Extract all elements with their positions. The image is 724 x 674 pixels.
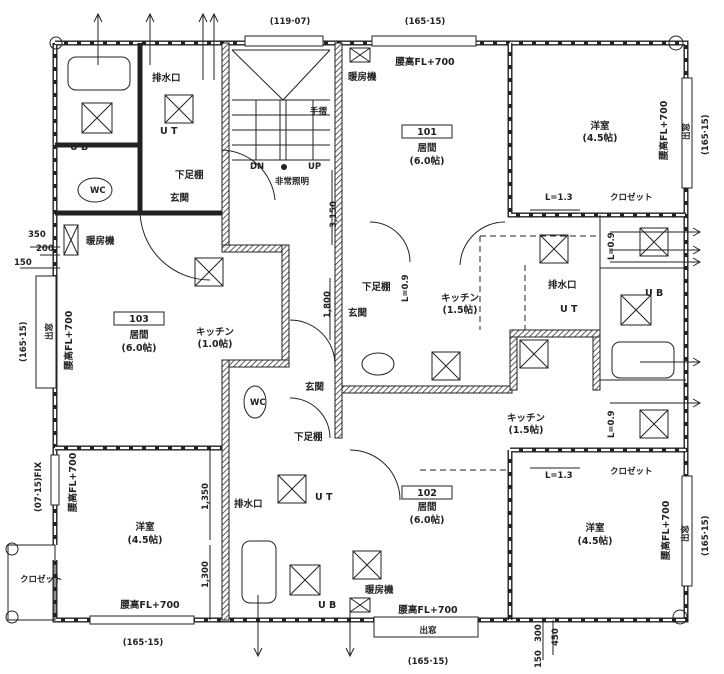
u101-kitchen: キッチン bbox=[441, 293, 479, 304]
u102-living-size: (6.0帖) bbox=[409, 514, 444, 526]
u103-window-fix: (07·15)FIX bbox=[34, 461, 44, 512]
u102-side-window-sill: 腰高FL+700 bbox=[660, 500, 672, 561]
u102-western-size: (4.5帖) bbox=[577, 535, 612, 547]
handrail-label: 手摺 bbox=[310, 106, 328, 117]
u103-kitchen: キッチン bbox=[196, 327, 234, 338]
u102-window-sill: 腰高FL+700 bbox=[397, 604, 458, 616]
u103-shoe-shelf: 下足棚 bbox=[175, 169, 204, 181]
u103-living-size: (6.0帖) bbox=[121, 342, 156, 354]
u103-heater: 暖房機 bbox=[86, 235, 115, 247]
bathtub-icon bbox=[67, 56, 131, 91]
u101-window-sill: 腰高FL+700 bbox=[394, 56, 455, 68]
u103-western-size: (4.5帖) bbox=[127, 534, 162, 546]
u102-side-bay-window: 出窓 bbox=[680, 524, 691, 542]
u103-window-sill: 腰高FL+700 bbox=[63, 310, 75, 371]
emergency-light-icon bbox=[281, 164, 287, 170]
dim-150-bottom: 150 bbox=[534, 650, 544, 668]
u101-living-size: (6.0帖) bbox=[409, 155, 444, 167]
u103-window-size-side: (165·15) bbox=[19, 321, 29, 362]
fixtures bbox=[63, 47, 675, 613]
u102-ut: U T bbox=[315, 492, 333, 503]
dim-150-left: 150 bbox=[14, 258, 32, 268]
dimension-lines bbox=[20, 170, 554, 660]
u102-window-size-side: (165·15) bbox=[701, 515, 711, 556]
u101-shelf-rod: L=0.9 bbox=[607, 232, 617, 260]
u103-living: 居間 bbox=[129, 329, 148, 341]
u102-kitchen-size: (1.5帖) bbox=[508, 424, 543, 436]
u101-ub: U B bbox=[645, 288, 663, 299]
u101-living: 居間 bbox=[417, 142, 436, 154]
u102-shelf-rod: L=0.9 bbox=[607, 410, 617, 438]
dim-450: 450 bbox=[551, 628, 561, 646]
u102-bay-window: 出窓 bbox=[419, 625, 437, 636]
u102-window-size-bottom: (165·15) bbox=[408, 657, 449, 667]
u102-closet: クロゼット bbox=[610, 466, 653, 477]
u103-ut: U T bbox=[160, 126, 178, 137]
dim-350: 350 bbox=[28, 230, 46, 240]
u102-heater: 暖房機 bbox=[365, 584, 394, 596]
u102-western: 洋室 bbox=[585, 522, 605, 534]
interior-walls bbox=[55, 42, 686, 621]
u101-closet: クロゼット bbox=[610, 192, 653, 203]
stair-up-label: UP bbox=[308, 162, 321, 172]
toilet-icon bbox=[243, 385, 267, 419]
u103-ub: U B bbox=[70, 142, 88, 153]
u103-closet: クロゼット bbox=[20, 574, 63, 585]
u102-number: 102 bbox=[417, 488, 437, 499]
u101-entrance-shelf-rod: L=0.9 bbox=[401, 274, 411, 302]
u101-western: 洋室 bbox=[590, 120, 610, 132]
u101-entrance: 玄関 bbox=[348, 307, 367, 319]
u102-drain: 排水口 bbox=[234, 498, 263, 510]
windows bbox=[35, 35, 693, 638]
stair-down-label: DN bbox=[250, 162, 264, 172]
u102-shoe-shelf: 下足棚 bbox=[294, 431, 323, 443]
u103-window-size-bottom: (165·15) bbox=[123, 638, 164, 648]
u102-wc: WC bbox=[250, 398, 266, 408]
dim-3150: 3,150 bbox=[329, 201, 339, 228]
u101-western-size: (4.5帖) bbox=[582, 132, 617, 144]
dim-1350: 1,350 bbox=[201, 483, 211, 510]
toilet-icon bbox=[361, 352, 395, 376]
bathtub-icon bbox=[611, 341, 675, 379]
u101-heater: 暖房機 bbox=[348, 71, 377, 83]
u103-western: 洋室 bbox=[135, 521, 155, 533]
u102-ub: U B bbox=[318, 600, 336, 611]
dim-200: 200 bbox=[36, 244, 54, 254]
u103-kitchen-size: (1.0帖) bbox=[197, 338, 232, 350]
u101-drain: 排水口 bbox=[548, 279, 577, 291]
dim-1300: 1,300 bbox=[201, 561, 211, 588]
u101-window-size-top: (165·15) bbox=[405, 17, 446, 27]
u103-bay-window: 出窓 bbox=[44, 322, 55, 340]
exhaust-arrows bbox=[93, 12, 702, 658]
dim-1800: 1,800 bbox=[323, 291, 333, 318]
u101-bay-window: 出窓 bbox=[681, 122, 692, 140]
u101-ut: U T bbox=[560, 304, 578, 315]
emergency-light-label: 非常照明 bbox=[275, 176, 310, 187]
toilet-icon bbox=[77, 177, 113, 203]
u101-kitchen-size: (1.5帖) bbox=[442, 304, 477, 316]
u103-number: 103 bbox=[129, 314, 149, 325]
u102-kitchen: キッチン bbox=[507, 413, 545, 424]
bathtub-icon bbox=[241, 540, 277, 604]
u103-entrance: 玄関 bbox=[170, 192, 189, 204]
u103-window-sill-bottom: 腰高FL+700 bbox=[119, 599, 180, 611]
dim-300: 300 bbox=[534, 624, 544, 642]
u102-entrance: 玄関 bbox=[305, 381, 324, 393]
u101-closet-rod: L=1.3 bbox=[545, 193, 573, 203]
u102-closet-rod: L=1.3 bbox=[545, 471, 573, 481]
u101-window-size-side: (165·15) bbox=[701, 114, 711, 155]
u103-window-sill-fix: 腰高FL+700 bbox=[67, 452, 79, 513]
labels: (119·07) 手摺 DN UP 非常照明 (165·15) 腰高FL+700… bbox=[14, 17, 711, 668]
u101-side-window-sill: 腰高FL+700 bbox=[658, 100, 670, 161]
vent-icons bbox=[63, 47, 669, 613]
staircase bbox=[231, 49, 331, 170]
u103-drain: 排水口 bbox=[152, 72, 181, 84]
stair-window-size: (119·07) bbox=[270, 17, 311, 27]
u101-shoe-shelf: 下足棚 bbox=[362, 281, 391, 293]
u101-number: 101 bbox=[417, 127, 437, 138]
u103-wc: WC bbox=[90, 186, 106, 196]
u102-living: 居間 bbox=[417, 501, 436, 513]
